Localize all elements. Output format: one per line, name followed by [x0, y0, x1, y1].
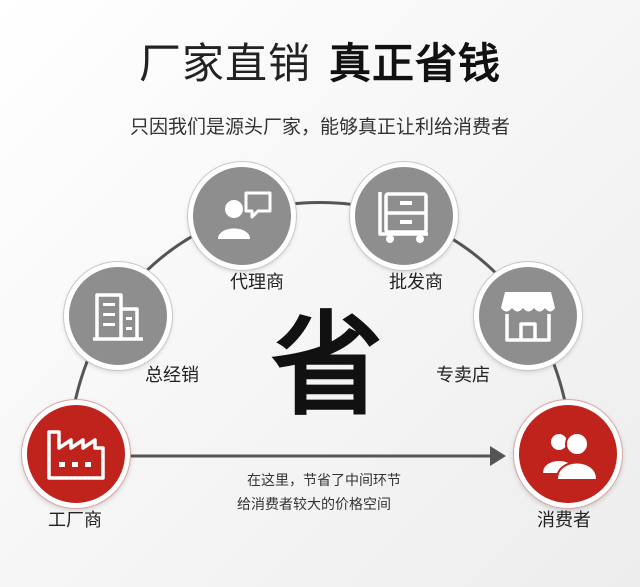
factory-label: 工厂商 — [48, 510, 102, 531]
arrow-head — [490, 446, 506, 466]
storefront-icon — [501, 292, 555, 342]
distributor-node — [64, 262, 172, 370]
building-icon — [93, 293, 143, 341]
users-icon — [543, 432, 598, 480]
note-line-2: 给消费者较大的价格空间 — [237, 497, 391, 513]
wholesaler-node — [350, 162, 458, 270]
title-save-money: 真正省钱 — [329, 39, 502, 88]
cabinet-cart-icon — [378, 192, 428, 243]
agent-label: 代理商 — [230, 272, 284, 293]
note-line-1: 在这里，节省了中间环节 — [247, 473, 401, 489]
factory-node — [22, 400, 130, 508]
consumer-node — [514, 400, 622, 508]
wholesaler-label: 批发商 — [389, 272, 443, 293]
consumer-label: 消费者 — [537, 510, 591, 531]
person-chat-icon — [218, 191, 272, 239]
title-direct-sale: 厂家直销 — [138, 39, 311, 88]
agent-node — [188, 162, 296, 270]
retailer-label: 专卖店 — [436, 365, 490, 386]
subtitle: 只因我们是源头厂家，能够真正让利给消费者 — [129, 116, 510, 138]
page-title: 厂家直销真正省钱 — [0, 38, 640, 90]
retailer-node — [474, 262, 582, 370]
factory-icon — [47, 430, 105, 480]
distributor-label: 总经销 — [145, 365, 199, 386]
center-character: 省 — [271, 300, 383, 431]
